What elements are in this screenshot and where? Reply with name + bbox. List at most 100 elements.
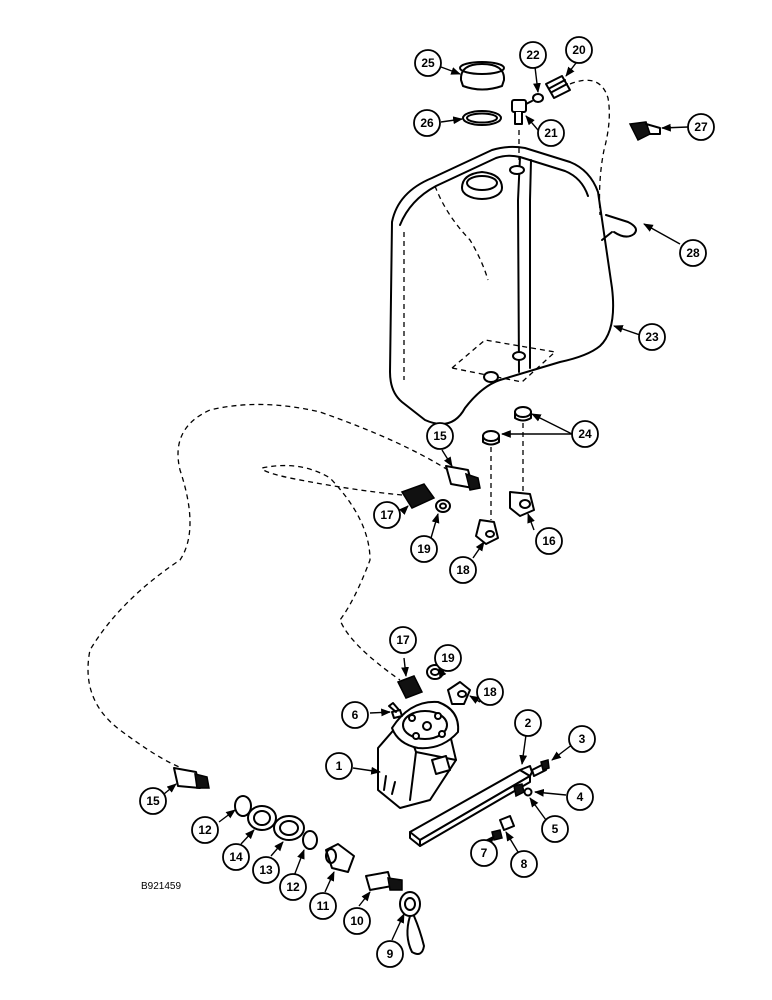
cable-tie <box>601 214 637 241</box>
vent-hose-top <box>545 75 571 99</box>
svg-text:1: 1 <box>336 759 343 773</box>
drive-shaft <box>365 871 403 891</box>
svg-text:18: 18 <box>483 685 497 699</box>
callout-12b: 12 <box>279 873 307 901</box>
svg-text:5: 5 <box>552 822 559 836</box>
callout-11: 11 <box>309 892 337 920</box>
vent-elbow <box>511 99 533 125</box>
snap-ring-b <box>302 830 318 850</box>
callout-6: 6 <box>341 701 369 729</box>
vent-hose-path <box>569 79 610 216</box>
callout-20: 20 <box>565 36 593 64</box>
svg-text:21: 21 <box>544 126 558 140</box>
hose-clamp-top <box>628 121 661 142</box>
callout-17a: 17 <box>373 501 401 529</box>
svg-text:2: 2 <box>525 716 532 730</box>
svg-text:3: 3 <box>579 732 586 746</box>
callout-16: 16 <box>535 527 563 555</box>
bracket-nut <box>513 783 525 798</box>
callout-1: 1 <box>325 752 353 780</box>
elbow-fitting-pump <box>447 681 471 705</box>
hose-fitting-mid <box>445 465 481 491</box>
pump-body <box>377 700 460 809</box>
suction-hose-pump <box>396 675 424 699</box>
svg-text:9: 9 <box>387 947 394 961</box>
mounting-bracket <box>409 765 533 847</box>
svg-text:16: 16 <box>542 534 556 548</box>
callout-5: 5 <box>541 815 569 843</box>
drive-hub <box>399 891 425 955</box>
callout-17b: 17 <box>389 626 417 654</box>
callout-15a: 15 <box>426 422 454 450</box>
callout-24: 24 <box>571 420 599 448</box>
callout-18a: 18 <box>449 556 477 584</box>
callout-15b: 15 <box>139 787 167 815</box>
svg-text:19: 19 <box>441 651 455 665</box>
svg-text:24: 24 <box>578 427 592 441</box>
outlet-fitting-15 <box>173 767 210 789</box>
return-hose-path <box>87 403 449 769</box>
o-ring-small <box>532 93 544 103</box>
svg-text:17: 17 <box>396 633 410 647</box>
svg-text:10: 10 <box>350 914 364 928</box>
svg-text:22: 22 <box>526 48 540 62</box>
callout-27: 27 <box>687 113 715 141</box>
svg-text:8: 8 <box>521 857 528 871</box>
callout-21: 21 <box>537 119 565 147</box>
tank-grommet-a <box>482 430 500 446</box>
svg-text:28: 28 <box>686 246 700 260</box>
elbow-fitting-lower <box>475 519 499 545</box>
seal <box>273 815 305 841</box>
coupler-sleeve <box>325 843 355 873</box>
lock-washer <box>523 787 533 797</box>
svg-text:7: 7 <box>481 846 488 860</box>
callout-9: 9 <box>376 940 404 968</box>
svg-text:13: 13 <box>259 863 273 877</box>
filler-cap <box>459 61 506 91</box>
svg-text:15: 15 <box>146 794 160 808</box>
snap-ring-a <box>234 795 252 817</box>
callout-12a: 12 <box>191 816 219 844</box>
svg-text:12: 12 <box>286 880 300 894</box>
callout-25: 25 <box>414 49 442 77</box>
callout-23: 23 <box>638 323 666 351</box>
svg-text:25: 25 <box>421 56 435 70</box>
svg-text:27: 27 <box>694 120 708 134</box>
spacer <box>491 829 503 841</box>
svg-text:26: 26 <box>420 116 434 130</box>
svg-text:19: 19 <box>417 542 431 556</box>
callout-8: 8 <box>510 850 538 878</box>
clamp-mid <box>435 499 451 513</box>
callout-10: 10 <box>343 907 371 935</box>
svg-text:14: 14 <box>229 850 243 864</box>
callout-2: 2 <box>514 709 542 737</box>
svg-text:6: 6 <box>352 708 359 722</box>
callout-4: 4 <box>566 783 594 811</box>
svg-text:11: 11 <box>317 899 330 913</box>
bracket-bolt <box>531 759 550 777</box>
bearing <box>247 805 277 831</box>
callout-26: 26 <box>413 109 441 137</box>
callout-28: 28 <box>679 239 707 267</box>
suction-hose-path <box>261 464 403 681</box>
elbow-fitting-mid <box>509 491 535 517</box>
svg-text:17: 17 <box>380 508 394 522</box>
callout-3: 3 <box>568 725 596 753</box>
callout-22: 22 <box>519 41 547 69</box>
svg-text:12: 12 <box>198 823 212 837</box>
svg-text:23: 23 <box>645 330 659 344</box>
mounting-bolt <box>388 702 403 719</box>
svg-text:20: 20 <box>572 43 586 57</box>
svg-text:15: 15 <box>433 429 447 443</box>
tank-grommet-b <box>514 406 532 422</box>
suction-hose-mid <box>400 483 436 509</box>
callout-7: 7 <box>470 839 498 867</box>
callout-13: 13 <box>252 856 280 884</box>
cap-gasket <box>462 110 502 126</box>
svg-text:18: 18 <box>456 563 470 577</box>
svg-text:4: 4 <box>577 790 584 804</box>
callout-14: 14 <box>222 843 250 871</box>
callout-18b: 18 <box>476 678 504 706</box>
figure-reference: B921459 <box>141 881 181 892</box>
